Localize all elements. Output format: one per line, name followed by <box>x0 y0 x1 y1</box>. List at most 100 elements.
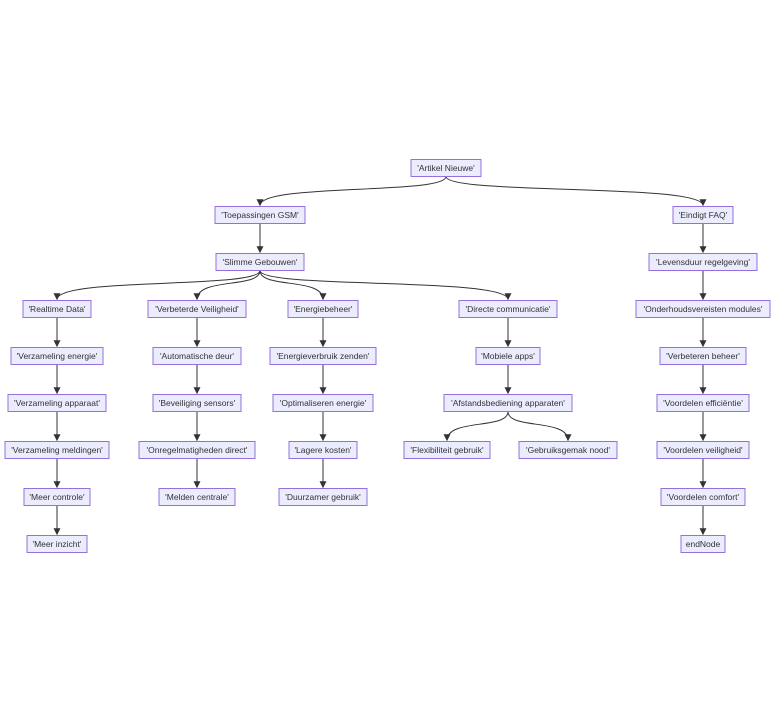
node-box <box>7 394 107 412</box>
node-label: 'Beveiliging sensors' <box>159 398 236 408</box>
node-box <box>215 253 305 271</box>
flowchart-node: 'Verbeterde Veiligheid' <box>147 300 247 318</box>
node-box <box>659 347 747 365</box>
edges-layer <box>53 176 707 536</box>
node-box <box>152 394 242 412</box>
flowchart-node: 'Energiebeheer' <box>287 300 359 318</box>
node-label: 'Slimme Gebouwen' <box>222 257 297 267</box>
node-box <box>458 300 558 318</box>
node-box <box>287 300 359 318</box>
node-box <box>443 394 573 412</box>
node-box <box>214 206 306 224</box>
node-label: 'Melden centrale' <box>165 492 229 502</box>
node-box <box>518 441 618 459</box>
flowchart-node: 'Slimme Gebouwen' <box>215 253 305 271</box>
node-label: 'Voordelen efficiëntie' <box>663 398 743 408</box>
node-label: 'Verbeterde Veiligheid' <box>155 304 239 314</box>
edge-arrow <box>507 411 572 442</box>
node-box <box>138 441 256 459</box>
node-label: 'Energieverbruik zenden' <box>276 351 369 361</box>
node-box <box>10 347 104 365</box>
node-label: 'Eindigt FAQ' <box>679 210 728 220</box>
flowchart-node: 'Verbeteren beheer' <box>659 347 747 365</box>
edge-arrow <box>256 176 447 207</box>
edge-arrow <box>193 270 261 301</box>
flowchart-node: 'Directe communicatie' <box>458 300 558 318</box>
node-box <box>269 347 377 365</box>
node-label: 'Levensduur regelgeving' <box>656 257 750 267</box>
flowchart-node: 'Voordelen comfort' <box>660 488 746 506</box>
node-box <box>26 535 88 553</box>
edge-n1-n3 <box>445 176 707 207</box>
flowchart-node: 'Eindigt FAQ' <box>672 206 734 224</box>
node-label: 'Meer inzicht' <box>32 539 81 549</box>
node-box <box>635 300 771 318</box>
node-label: 'Automatische deur' <box>160 351 234 361</box>
node-box <box>410 159 482 177</box>
flowchart-node: 'Lagere kosten' <box>288 441 358 459</box>
node-label: 'Voordelen veiligheid' <box>663 445 743 455</box>
node-box <box>656 441 750 459</box>
node-box <box>147 300 247 318</box>
node-label: 'Gebruiksgemak nood' <box>526 445 610 455</box>
node-box <box>288 441 358 459</box>
node-label: 'Optimaliseren energie' <box>280 398 367 408</box>
node-box <box>680 535 726 553</box>
node-box <box>475 347 541 365</box>
flowchart-node: 'Beveiliging sensors' <box>152 394 242 412</box>
node-label: 'Verzameling apparaat' <box>14 398 100 408</box>
flowchart-node: 'Melden centrale' <box>158 488 236 506</box>
edge-arrow <box>53 270 261 301</box>
flowchart-node: 'Voordelen veiligheid' <box>656 441 750 459</box>
flowchart-node: 'Levensduur regelgeving' <box>648 253 758 271</box>
flowchart-node: 'Duurzamer gebruik' <box>278 488 368 506</box>
node-box <box>672 206 734 224</box>
edge-arrow <box>443 411 509 442</box>
flowchart-node: 'Verzameling apparaat' <box>7 394 107 412</box>
flowchart-node: 'Voordelen efficiëntie' <box>656 394 750 412</box>
node-box <box>278 488 368 506</box>
node-box <box>4 441 110 459</box>
node-label: 'Energiebeheer' <box>293 304 352 314</box>
flowchart-node: 'Verzameling energie' <box>10 347 104 365</box>
flowchart-node: 'Flexibiliteit gebruik' <box>403 441 491 459</box>
node-label: 'Mobiele apps' <box>481 351 535 361</box>
node-label: 'Realtime Data' <box>28 304 85 314</box>
flowchart-node: 'Meer inzicht' <box>26 535 88 553</box>
edge-n19-n24 <box>443 411 509 442</box>
edge-n4-n8 <box>259 270 327 301</box>
node-label: 'Verzameling energie' <box>17 351 98 361</box>
node-label: 'Verbeteren beheer' <box>666 351 740 361</box>
flowchart-node: 'Onregelmatigheden direct' <box>138 441 256 459</box>
flowchart-node: 'Energieverbruik zenden' <box>269 347 377 365</box>
node-label: 'Meer controle' <box>29 492 85 502</box>
node-box <box>403 441 491 459</box>
node-box <box>648 253 758 271</box>
node-label: 'Duurzamer gebruik' <box>285 492 361 502</box>
node-label: 'Lagere kosten' <box>294 445 351 455</box>
node-box <box>660 488 746 506</box>
flowchart-node: 'Afstandsbediening apparaten' <box>443 394 573 412</box>
flowchart-node: 'Verzameling meldingen' <box>4 441 110 459</box>
flowchart-node: 'Automatische deur' <box>152 347 242 365</box>
node-label: 'Verzameling meldingen' <box>11 445 103 455</box>
edge-arrow <box>259 270 512 301</box>
nodes-layer: 'Artikel Nieuwe' 'Toepassingen GSM' 'Eindi… <box>4 159 771 553</box>
node-label: 'Afstandsbediening apparaten' <box>451 398 565 408</box>
flowchart-node: 'Meer controle' <box>23 488 91 506</box>
node-label: 'Onregelmatigheden direct' <box>146 445 247 455</box>
flowchart-node: 'Mobiele apps' <box>475 347 541 365</box>
node-label: 'Directe communicatie' <box>466 304 551 314</box>
flowchart-node: 'Optimaliseren energie' <box>272 394 374 412</box>
node-label: 'Toepassingen GSM' <box>221 210 299 220</box>
flowchart-node: 'Artikel Nieuwe' <box>410 159 482 177</box>
flowchart-node: 'Onderhoudsvereisten modules' <box>635 300 771 318</box>
node-label: 'Artikel Nieuwe' <box>417 163 475 173</box>
flowchart-node: 'Gebruiksgemak nood' <box>518 441 618 459</box>
edge-n19-n25 <box>507 411 572 442</box>
node-box <box>656 394 750 412</box>
node-label: endNode <box>686 539 721 549</box>
node-box <box>23 488 91 506</box>
edge-arrow <box>445 176 707 207</box>
